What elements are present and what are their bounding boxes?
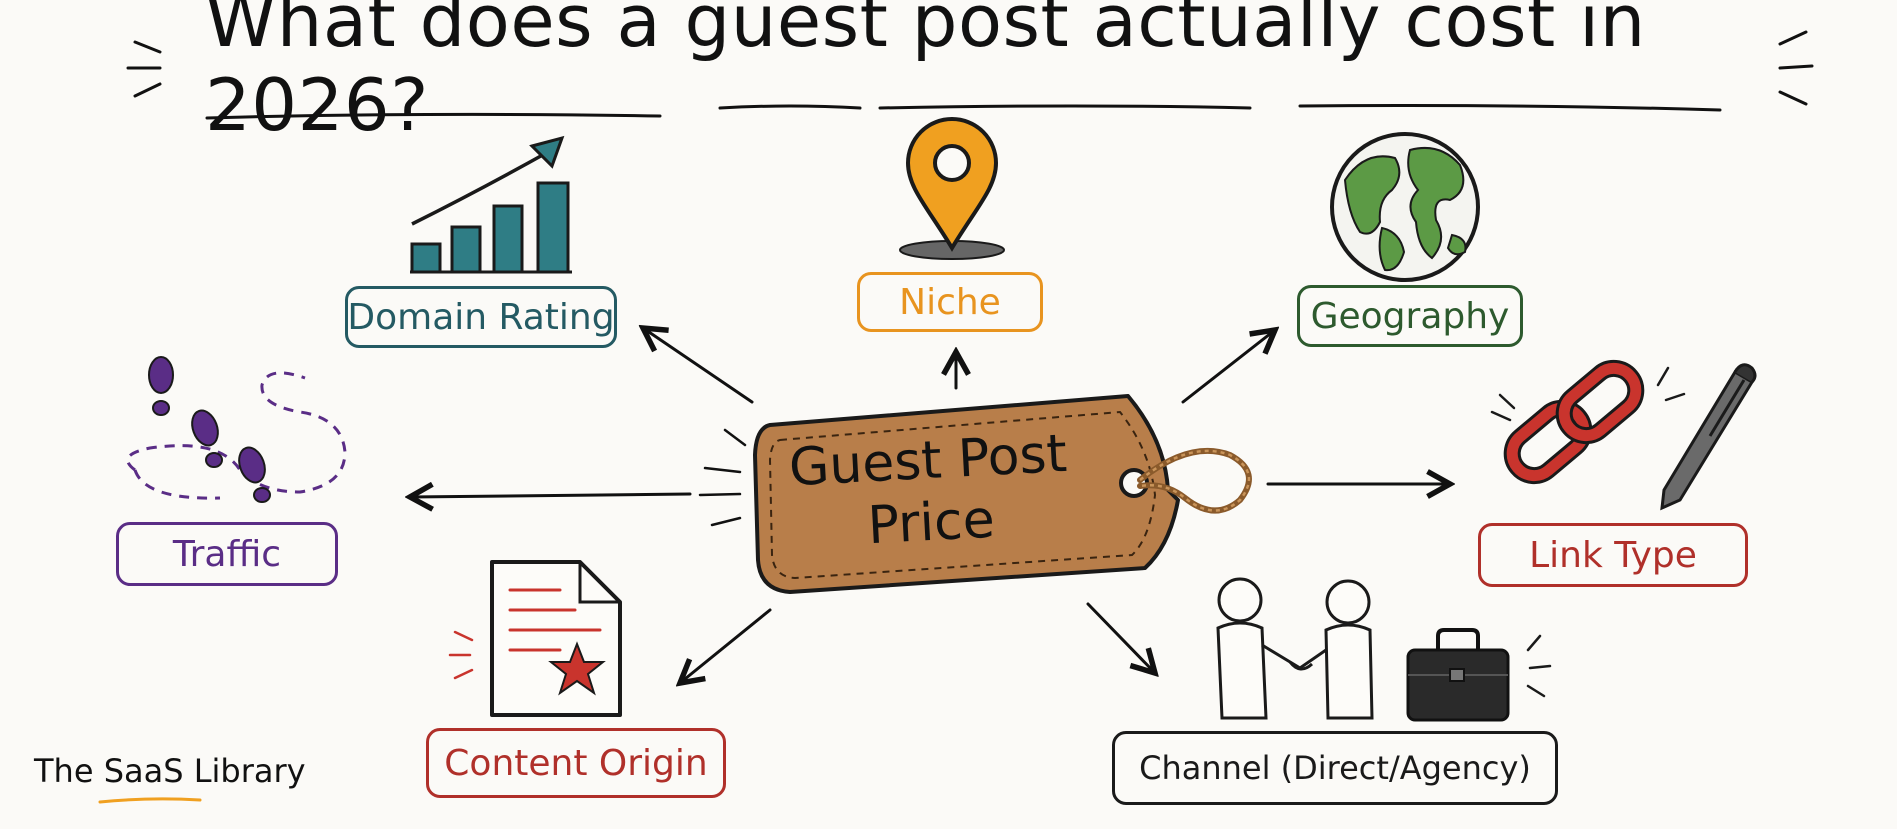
price-tag-icon [753, 394, 1252, 594]
briefcase-icon [1406, 628, 1552, 722]
footprints-icon [126, 356, 347, 503]
factor-niche: Niche [857, 272, 1043, 332]
arrow-to-geography [1181, 330, 1275, 404]
chain-link-icon [1503, 359, 1645, 485]
title-underline [205, 104, 1722, 120]
brand-logo-text: The SaaS Library [34, 752, 306, 790]
arrow-to-channel [1086, 602, 1155, 673]
arrow-to-traffic [410, 494, 692, 497]
page-title: What does a guest post actually cost in … [205, 0, 1646, 147]
factor-geography: Geography [1297, 285, 1523, 347]
title-emphasis-marks-right [1778, 30, 1814, 106]
brand-underline [98, 797, 202, 804]
handshake-icon [1216, 577, 1374, 720]
pen-icon [1660, 363, 1757, 511]
factor-traffic: Traffic [116, 522, 338, 586]
arrows [410, 328, 1450, 683]
factor-content-origin: Content Origin [426, 728, 726, 798]
location-pin-icon [899, 117, 1005, 260]
title-emphasis-marks-left [126, 40, 162, 98]
center-tag-label: Guest Post Price [767, 422, 1094, 579]
arrow-to-content-origin [680, 608, 772, 683]
bar-chart-icon [410, 135, 572, 274]
document-star-icon [448, 560, 622, 717]
link-emphasis-marks [1490, 366, 1686, 422]
tag-emphasis-marks [698, 428, 747, 527]
globe-icon [1330, 132, 1480, 282]
factor-link-type: Link Type [1478, 523, 1748, 587]
arrow-to-domain-rating [643, 328, 754, 404]
factor-channel: Channel (Direct/Agency) [1112, 731, 1558, 805]
factor-domain-rating: Domain Rating [345, 286, 617, 348]
